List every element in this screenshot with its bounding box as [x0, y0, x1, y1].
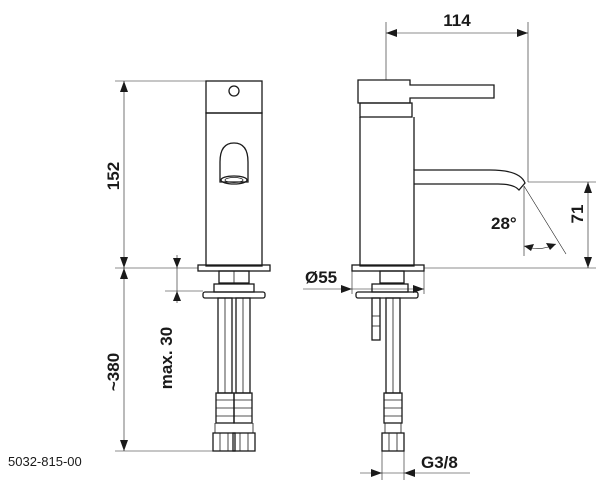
front-aerator-window	[219, 142, 249, 183]
side-dimensions: 114 71 28° Ø55 G3/8	[303, 11, 596, 480]
side-lever-handle	[357, 79, 495, 104]
dim-label-width-top: 114	[443, 11, 471, 30]
front-handle-screw	[228, 85, 240, 97]
dim-label-connector-length: ~380	[104, 353, 123, 391]
side-rod	[371, 297, 381, 341]
product-code: 5032-815-00	[8, 454, 82, 469]
dim-label-body-height: 152	[104, 162, 123, 190]
side-handle-base	[359, 102, 413, 118]
side-view	[351, 79, 526, 452]
dim-label-spout-angle: 28°	[491, 214, 517, 233]
dim-label-mount-diameter: Ø55	[305, 268, 337, 287]
side-mount-nut	[371, 283, 409, 293]
front-mount-washer	[202, 291, 266, 299]
dim-label-spout-height: 71	[568, 205, 587, 224]
side-hex-nut	[381, 432, 405, 452]
side-mount-washer	[355, 291, 419, 299]
front-dimensions: 152 ~380 max. 30	[104, 80, 213, 452]
dim-label-max-thickness: max. 30	[157, 327, 176, 389]
front-aerator	[220, 175, 248, 185]
side-stud-top	[379, 270, 405, 284]
front-hex-nut-right	[232, 432, 256, 452]
front-view	[197, 80, 271, 452]
dim-label-thread: G3/8	[421, 453, 458, 472]
front-mount-nut	[213, 283, 255, 293]
side-body-spout	[359, 117, 526, 267]
front-hex-nut-left	[212, 432, 236, 452]
front-body	[205, 112, 263, 267]
